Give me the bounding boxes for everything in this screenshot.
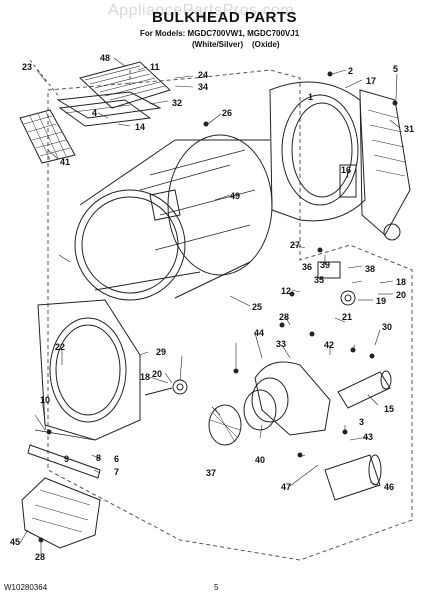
callout-16: 16: [341, 165, 351, 175]
lint-duct: [21, 477, 101, 549]
callout-24: 24: [198, 70, 208, 80]
callout-20b: 20: [152, 369, 162, 379]
callout-7: 7: [114, 467, 119, 477]
callout-43: 43: [363, 432, 373, 442]
callout-37: 37: [206, 468, 216, 478]
exhaust-duct: [337, 370, 392, 409]
burner-tube: [324, 454, 382, 501]
callout-28b: 28: [35, 552, 45, 562]
callout-10: 10: [40, 395, 50, 405]
callout-21: 21: [342, 312, 352, 322]
callout-15: 15: [384, 404, 394, 414]
callout-46: 46: [384, 482, 394, 492]
lint-screen: [19, 109, 76, 164]
callout-4: 4: [92, 108, 97, 118]
assembly-boundary: [47, 69, 413, 561]
callout-32: 32: [172, 98, 182, 108]
callout-41: 41: [60, 157, 70, 167]
bulkhead-gasket: [27, 429, 101, 479]
finish-white-silver: (White/Silver): [192, 40, 244, 49]
front-bulkhead: [37, 299, 141, 441]
dryer-drum: [74, 134, 273, 301]
callout-31: 31: [404, 124, 414, 134]
callout-2: 2: [348, 66, 353, 76]
callout-12: 12: [281, 286, 291, 296]
callout-27: 27: [290, 240, 300, 250]
callout-19: 19: [376, 296, 386, 306]
leader-lines: [19, 57, 401, 554]
callout-18: 18: [396, 277, 406, 287]
callout-18b: 18: [140, 372, 150, 382]
callout-29: 29: [156, 347, 166, 357]
blower-wheel: [208, 404, 242, 446]
callout-33: 33: [276, 339, 286, 349]
callout-25: 25: [252, 302, 262, 312]
callout-14: 14: [135, 122, 145, 132]
page-number: 5: [214, 583, 219, 592]
callout-20: 20: [396, 290, 406, 300]
callout-30: 30: [382, 322, 392, 332]
watermark: AppliancePartsPros.com: [108, 2, 295, 19]
rear-bulkhead: [269, 81, 366, 222]
callout-5: 5: [393, 64, 398, 74]
document-number: W10280364: [4, 583, 48, 592]
callout-23: 23: [22, 62, 32, 72]
callout-42: 42: [324, 340, 334, 350]
callout-39: 39: [320, 260, 330, 270]
rear-air-duct: [359, 89, 411, 241]
callout-35: 35: [314, 275, 324, 285]
model-numbers: For Models: MGDC700VW1, MGDC700VJ1: [140, 29, 300, 38]
lint-screen-cover: [79, 61, 171, 109]
blower-housing: [251, 361, 331, 436]
callout-40: 40: [255, 455, 265, 465]
callout-47: 47: [281, 482, 291, 492]
finish-oxide: (Oxide): [252, 40, 280, 49]
callout-8: 8: [96, 453, 101, 463]
callout-labels: 48 11 24 34 32 23 4 14 41 26 2 5 17 1 31…: [10, 53, 414, 562]
callout-44: 44: [254, 328, 264, 338]
callout-26: 26: [222, 108, 232, 118]
callout-6: 6: [114, 454, 119, 464]
rear-roller: [317, 261, 356, 306]
callout-38: 38: [365, 264, 375, 274]
callout-11: 11: [150, 62, 160, 72]
callout-3: 3: [359, 417, 364, 427]
callout-45: 45: [10, 537, 20, 547]
callout-48: 48: [100, 53, 110, 63]
callout-22: 22: [55, 342, 65, 352]
diagram-title: BULKHEAD PARTS: [152, 9, 298, 26]
blower-seal: [243, 389, 277, 431]
callout-1: 1: [308, 92, 313, 102]
callout-17: 17: [366, 76, 376, 86]
screws: [38, 71, 398, 543]
callout-49: 49: [230, 191, 240, 201]
callout-28: 28: [279, 312, 289, 322]
callout-36: 36: [302, 262, 312, 272]
lint-housing: [56, 91, 162, 127]
callout-9: 9: [64, 454, 69, 464]
callout-34: 34: [198, 82, 208, 92]
